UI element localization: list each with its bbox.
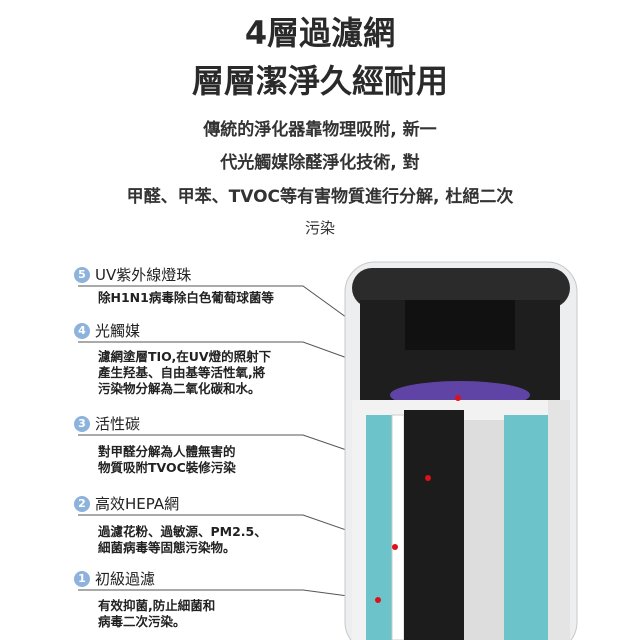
layer-2-desc: 過濾花粉、過敏源、PM2.5、細菌病毒等固態污染物。 bbox=[98, 524, 267, 556]
fan-motor bbox=[405, 300, 515, 350]
layer-3-label: 3 活性碳 bbox=[74, 413, 140, 434]
desc-line: 物質吸附TVOC裝修污染 bbox=[98, 460, 236, 475]
intro-line: 甲醛、甲苯、TVOC等有害物質進行分解, 杜絕二次 bbox=[126, 187, 514, 207]
intro-line: 傳統的淨化器靠物理吸附, 新一 bbox=[203, 120, 437, 140]
layer-title: 初級過濾 bbox=[95, 570, 156, 588]
desc-line: 病毒二次污染。 bbox=[98, 614, 186, 629]
hepa-filter-right bbox=[504, 415, 548, 640]
hepa-filter-left bbox=[366, 415, 392, 640]
heading-line1: 4層過濾網 bbox=[244, 14, 396, 52]
pre-filter bbox=[391, 414, 405, 640]
desc-line: 有效抑菌,防止細菌和 bbox=[98, 598, 216, 613]
layer-title: 光觸媒 bbox=[95, 322, 141, 340]
layer-title: 活性碳 bbox=[95, 415, 141, 433]
number-badge: 3 bbox=[74, 415, 90, 432]
layer-title: UV紫外線燈珠 bbox=[95, 266, 192, 284]
heading-line2: 層層潔淨久經耐用 bbox=[191, 62, 448, 100]
desc-line: 細菌病毒等固態污染物。 bbox=[98, 540, 236, 555]
layer-1-desc: 有效抑菌,防止細菌和病毒二次污染。 bbox=[98, 598, 215, 630]
number-badge: 5 bbox=[74, 266, 90, 283]
inner-core bbox=[464, 420, 504, 640]
top-grille bbox=[352, 268, 570, 308]
desc-line: 濾網塗層TIO,在UV燈的照射下 bbox=[98, 349, 272, 364]
number-badge: 4 bbox=[74, 322, 90, 339]
desc-line: 對甲醛分解為人體無害的 bbox=[98, 444, 236, 459]
layer-title: 高效HEPA網 bbox=[95, 495, 180, 513]
desc-line: 除H1N1病毒除白色葡萄球菌等 bbox=[98, 290, 274, 305]
marker-dots bbox=[375, 395, 461, 603]
layer-2-label: 2 高效HEPA網 bbox=[74, 493, 179, 514]
layer-3-desc: 對甲醛分解為人體無害的物質吸附TVOC裝修污染 bbox=[98, 444, 236, 476]
carbon-filter bbox=[404, 410, 464, 640]
intro-line: 污染 bbox=[304, 219, 335, 237]
intro-line: 代光觸媒除醛淨化技術, 對 bbox=[220, 153, 420, 173]
number-badge: 1 bbox=[74, 570, 90, 587]
number-badge: 2 bbox=[74, 495, 90, 512]
layer-5-label: 5 UV紫外線燈珠 bbox=[74, 264, 191, 285]
layer-4-desc: 濾網塗層TIO,在UV燈的照射下產生羟基、自由基等活性氧,將污染物分解為二氧化碳… bbox=[98, 349, 271, 397]
desc-line: 產生羟基、自由基等活性氧,將 bbox=[98, 365, 266, 380]
layer-1-label: 1 初級過濾 bbox=[74, 568, 155, 589]
desc-line: 污染物分解為二氧化碳和水。 bbox=[98, 381, 261, 396]
desc-line: 過濾花粉、過敏源、PM2.5、 bbox=[98, 524, 267, 539]
layer-5-desc: 除H1N1病毒除白色葡萄球菌等 bbox=[98, 290, 274, 306]
layer-4-label: 4 光觸媒 bbox=[74, 320, 140, 341]
